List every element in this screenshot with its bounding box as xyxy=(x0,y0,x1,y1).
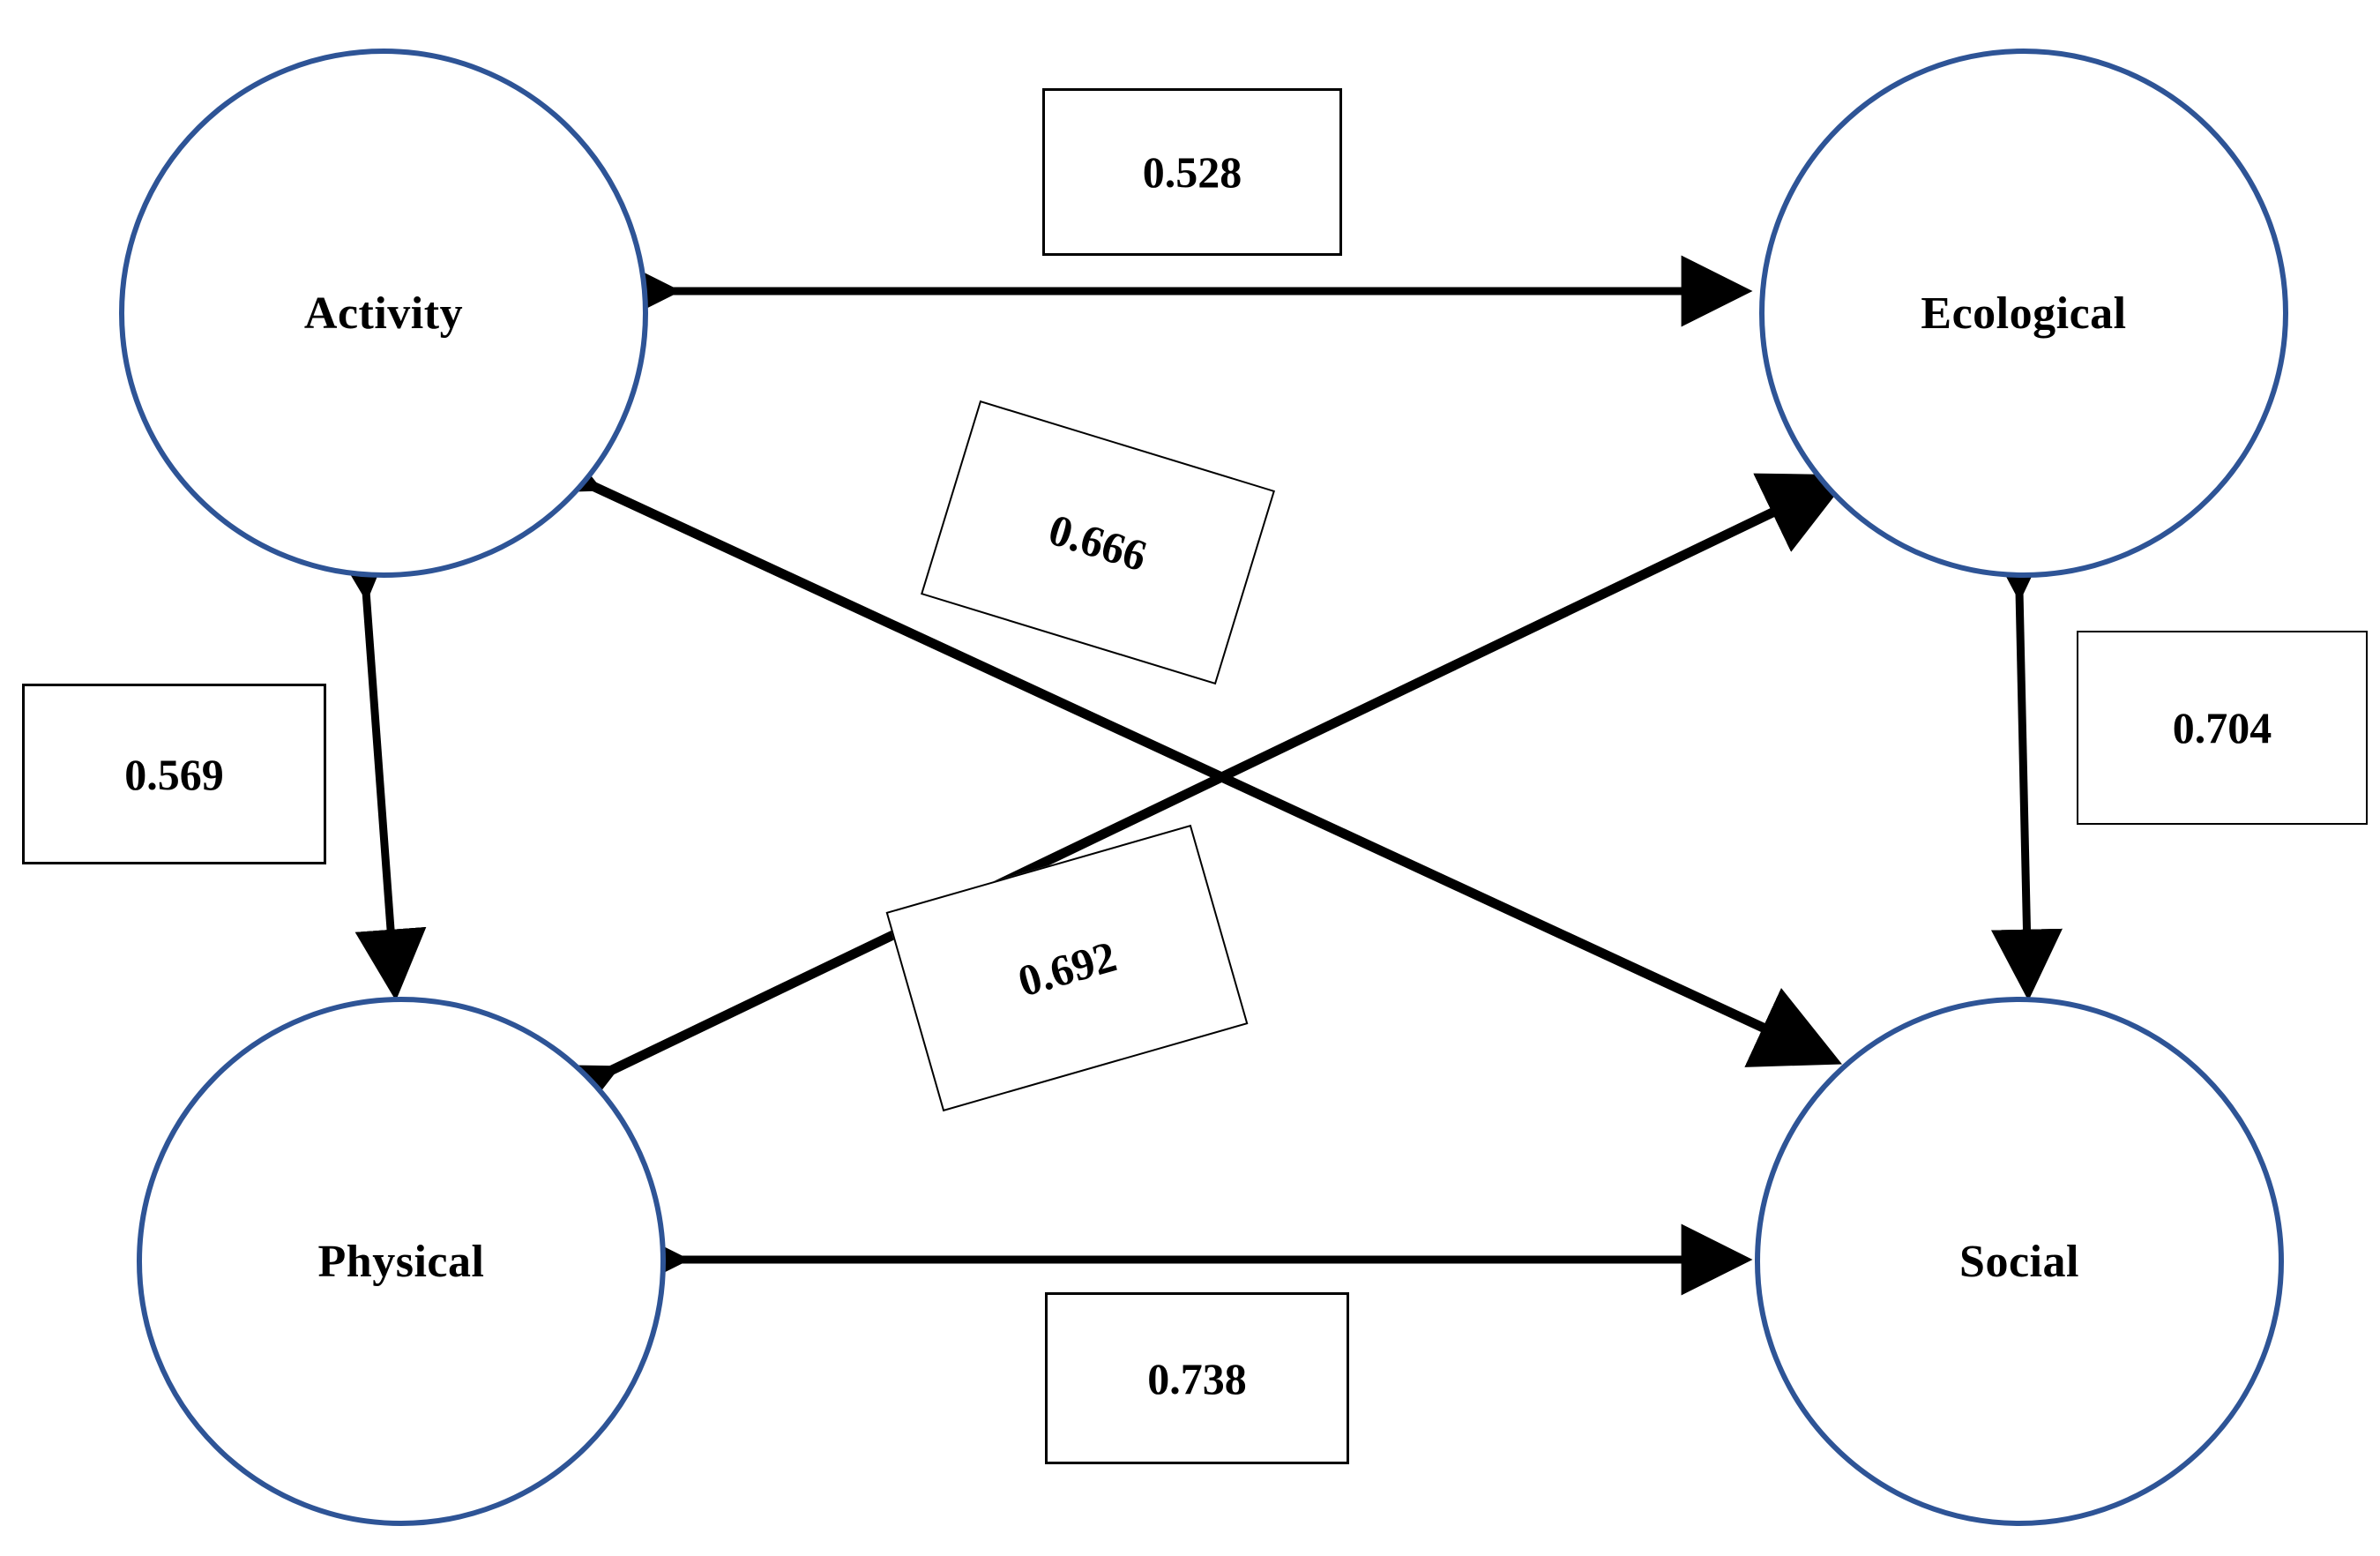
value-label-0704: 0.704 xyxy=(2172,703,2272,752)
arrow-ecological-social xyxy=(1981,529,2063,1001)
node-social[interactable]: Social xyxy=(1755,997,2284,1526)
arrow-physical-ecological xyxy=(523,473,1851,1143)
value-box-activity-physical[interactable]: 0.569 xyxy=(22,684,326,864)
arrow-activity-physical xyxy=(325,527,427,1001)
value-label-0666: 0.666 xyxy=(1043,504,1153,581)
node-ecological-label: Ecological xyxy=(1921,288,2127,339)
value-label-0528: 0.528 xyxy=(1142,147,1242,197)
value-label-0569: 0.569 xyxy=(124,749,224,799)
node-social-label: Social xyxy=(1959,1236,2079,1287)
value-box-physical-social[interactable]: 0.738 xyxy=(1045,1292,1349,1464)
node-physical[interactable]: Physical xyxy=(137,997,666,1526)
value-box-activity-ecological[interactable]: 0.528 xyxy=(1042,88,1342,256)
node-ecological[interactable]: Ecological xyxy=(1759,49,2288,578)
value-label-0692: 0.692 xyxy=(1012,931,1122,1006)
value-box-ecological-social[interactable]: 0.704 xyxy=(2077,631,2368,825)
value-label-0738: 0.738 xyxy=(1147,1353,1247,1403)
node-activity-label: Activity xyxy=(303,288,464,339)
node-physical-label: Physical xyxy=(317,1236,485,1287)
node-activity[interactable]: Activity xyxy=(119,49,648,578)
